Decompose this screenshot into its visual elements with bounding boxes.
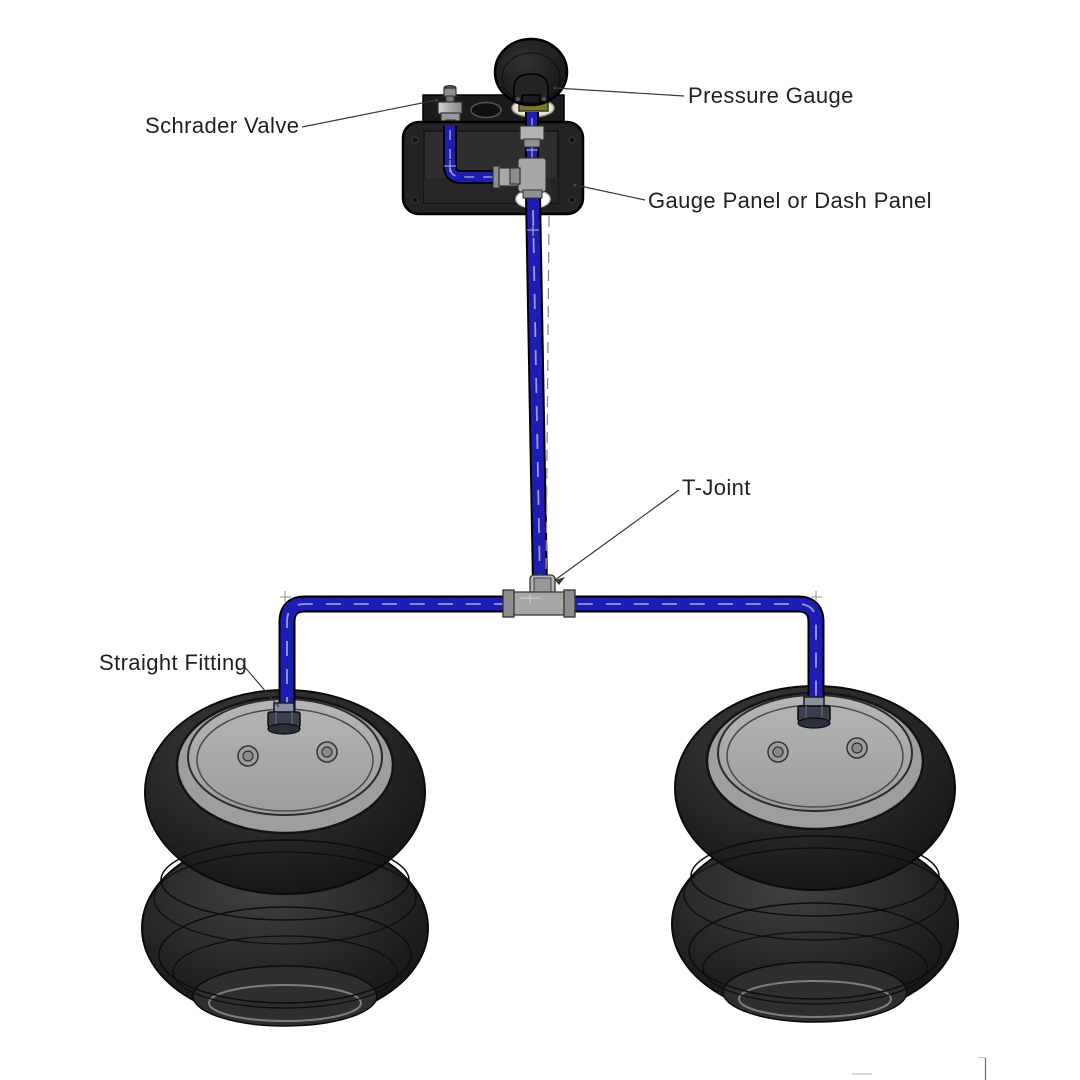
label-gauge-panel: Gauge Panel or Dash Panel [648,188,932,213]
right-plate-port-right [846,737,868,759]
t-joint-leader-line [554,489,680,581]
left-plate-port-left [237,745,259,767]
right-straight-fitting-graphic [797,696,831,729]
supply-tube-graphic [522,189,550,587]
left-air-spring-graphic [141,689,429,1027]
right-air-spring-graphic [671,685,959,1023]
label-t-joint: T-Joint [682,475,751,500]
straight-fitting-leader-line [242,664,280,708]
strip-hole [470,101,502,119]
gauge-panel-leader-line [579,185,646,201]
label-straight-fitting: Straight Fitting [99,650,248,675]
pressure-gauge-graphic [493,37,569,118]
t-joint-leader-arrowhead [555,577,565,585]
label-schrader-valve: Schrader Valve [145,113,300,138]
right-plate-port-left [767,741,789,763]
schrader-valve-leader-line [301,99,438,128]
gauge-panel-graphic [401,37,585,216]
left-plate-port-right [316,741,338,763]
leader-lines [242,86,685,708]
drawing-frame-corner [852,1057,987,1080]
panel-screws [411,136,577,204]
label-pressure-gauge: Pressure Gauge [688,83,854,108]
schrader-valve-graphic [437,85,463,126]
pressure-gauge-leader-line [554,87,685,97]
left-straight-fitting-graphic [267,702,301,735]
t-joint-graphic [502,574,576,618]
